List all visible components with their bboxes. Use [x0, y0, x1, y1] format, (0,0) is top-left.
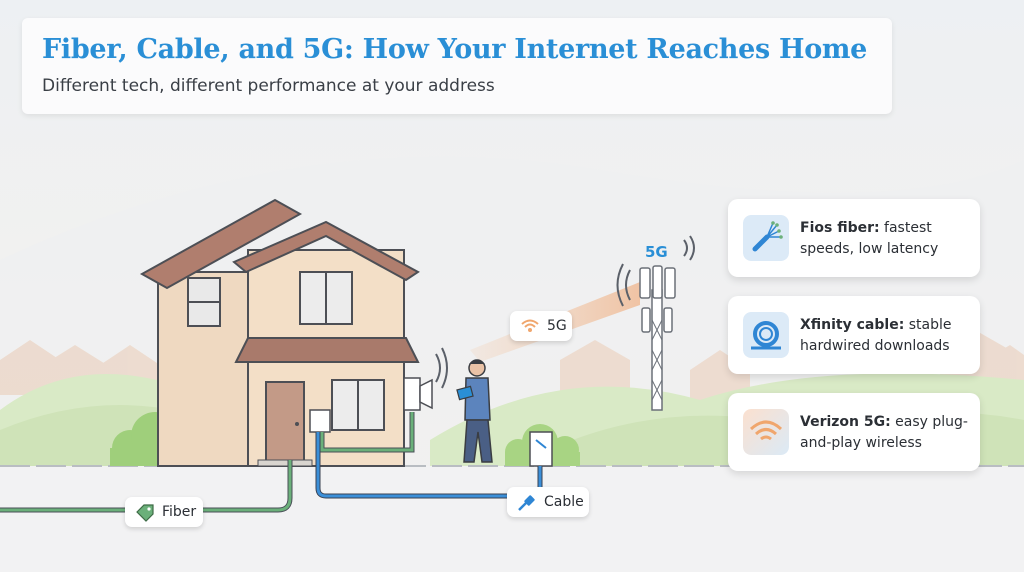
pill-label: Fiber	[162, 504, 197, 520]
wifi-icon	[743, 409, 789, 455]
cable-plug-icon	[518, 495, 535, 511]
info-text: Xfinity cable: stable hardwired download…	[800, 317, 952, 354]
title-card: Fiber, Cable, and 5G: How Your Internet …	[22, 18, 892, 114]
tag-icon	[136, 504, 154, 522]
info-card-cable: Xfinity cable: stable hardwired download…	[728, 296, 980, 374]
wifi-icon	[521, 319, 539, 332]
coax-cable-icon	[743, 312, 789, 358]
house	[139, 198, 448, 467]
info-card-5g: Verizon 5G: easy plug-and-play wireless	[728, 393, 980, 471]
cable-pill: Cable	[507, 487, 589, 517]
cable-pedestal	[529, 431, 553, 467]
fiber-optic-icon	[743, 215, 789, 261]
fiber-pill: Fiber	[125, 497, 203, 527]
cell-tower	[616, 235, 695, 411]
info-card-fiber: Fios fiber: fastest speeds, low latency	[728, 199, 980, 277]
info-text: Fios fiber: fastest speeds, low latency	[800, 220, 939, 257]
pill-label: 5G	[547, 318, 567, 334]
tower-5g-label: 5G	[645, 243, 668, 261]
pill-label: Cable	[544, 494, 584, 510]
technician-person	[456, 359, 493, 463]
page-subtitle: Different tech, different performance at…	[42, 76, 495, 96]
page-title: Fiber, Cable, and 5G: How Your Internet …	[42, 34, 868, 65]
wifi-5g-pill: 5G	[510, 311, 572, 341]
info-text: Verizon 5G: easy plug-and-play wireless	[800, 414, 968, 451]
